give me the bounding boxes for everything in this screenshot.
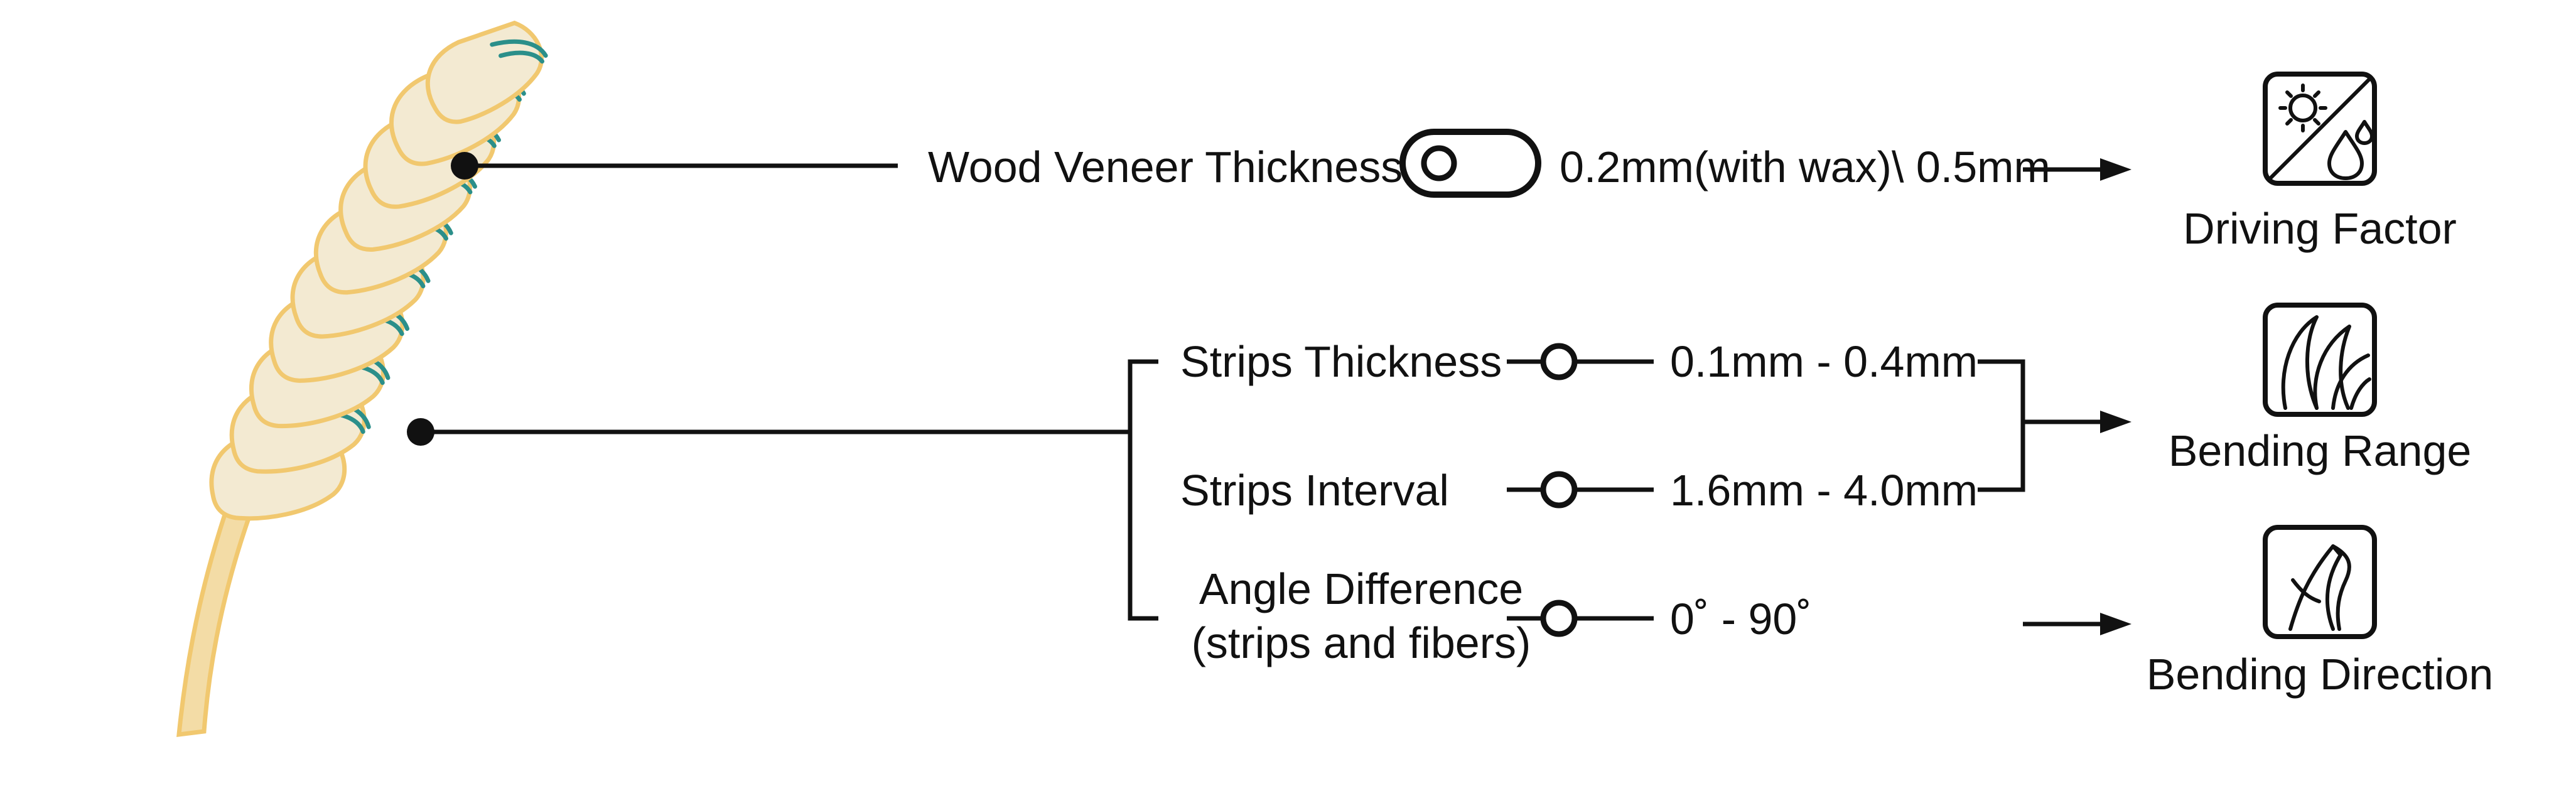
angle-difference-label-line2: (strips and fibers) — [1192, 618, 1531, 667]
veneer-label: Wood Veneer Thicknesses — [928, 143, 1449, 191]
bending-range-bracket — [1978, 359, 2131, 492]
specimen-illustration — [176, 20, 548, 738]
strips-thickness-label: Strips Thickness — [1180, 337, 1502, 386]
angle-difference-row: Angle Difference (strips and fibers) 0˚ … — [1192, 564, 2131, 667]
bending-range-output: Bending Range — [2169, 303, 2472, 475]
strips-interval-row: Strips Interval 1.6mm - 4.0mm — [1180, 466, 1978, 515]
strips-interval-range: 1.6mm - 4.0mm — [1670, 466, 1978, 515]
strips-connector — [407, 359, 1158, 621]
angle-difference-range: 0˚ - 90˚ — [1670, 595, 1812, 643]
bending-range-label: Bending Range — [2169, 426, 2472, 475]
driving-factor-label: Driving Factor — [2183, 204, 2457, 253]
driving-factor-output: Driving Factor — [2183, 72, 2457, 253]
toggle-switch-icon — [1399, 129, 1541, 198]
slider-knob-icon — [1507, 471, 1654, 509]
slider-knob-icon — [1507, 600, 1654, 637]
veneer-values: 0.2mm(with wax)\ 0.5mm — [1560, 143, 2051, 191]
specimen-stem — [176, 493, 257, 738]
veneer-row: Wood Veneer Thicknesses 0.2mm(with wax)\… — [928, 129, 2131, 198]
angle-difference-label-line1: Angle Difference — [1199, 564, 1523, 613]
sun-water-icon — [2263, 72, 2377, 186]
slider-knob-icon — [1507, 343, 1654, 380]
twist-leaf-icon — [2263, 525, 2377, 639]
veneer-connector — [451, 152, 898, 180]
bend-curves-icon — [2263, 303, 2377, 417]
veneer-anchor-dot — [451, 152, 478, 180]
strips-interval-label: Strips Interval — [1180, 466, 1449, 515]
arrow-to-driving-factor — [2023, 158, 2131, 181]
bending-direction-output: Bending Direction — [2147, 525, 2494, 699]
specimen-segment — [425, 20, 544, 124]
bending-direction-label: Bending Direction — [2147, 650, 2494, 699]
strips-thickness-range: 0.1mm - 0.4mm — [1670, 337, 1978, 386]
arrow-to-bending-direction — [2023, 613, 2131, 635]
strips-anchor-dot — [407, 418, 434, 446]
strips-thickness-row: Strips Thickness 0.1mm - 0.4mm — [1180, 337, 1978, 386]
